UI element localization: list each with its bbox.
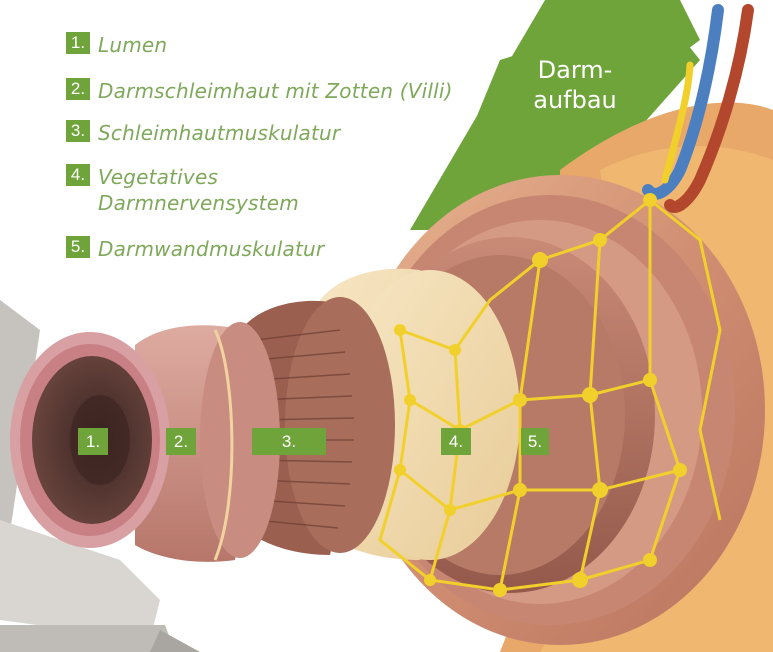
legend-number: 5. — [66, 236, 90, 258]
legend-label: Schleimhautmuskulatur — [98, 120, 340, 146]
title-line-2: aufbau — [520, 85, 630, 115]
legend-number: 1. — [66, 32, 90, 54]
legend-item-mucosa: 2. Darmschleimhaut mit Zotten (Villi) — [66, 78, 453, 104]
legend-item-lumen: 1. Lumen — [66, 32, 167, 58]
legend-label: Darmwandmuskulatur — [98, 236, 324, 262]
diagram-title: Darm- aufbau — [520, 55, 630, 115]
layer-tag-2: 2. — [166, 428, 196, 455]
layer-tag-5: 5. — [521, 428, 549, 455]
legend-label: Lumen — [98, 32, 167, 58]
layer-tag-4: 4. — [441, 428, 471, 455]
legend-item-mucosal-muscle: 3. Schleimhautmuskulatur — [66, 120, 340, 146]
legend-label: Vegetatives Darmnervensystem — [98, 164, 348, 216]
legend-item-nervous-system: 4. Vegetatives Darmnervensystem — [66, 164, 348, 216]
title-line-1: Darm- — [520, 55, 630, 85]
legend-number: 3. — [66, 120, 90, 142]
layer-tag-3: 3. — [252, 428, 326, 455]
layer-tag-1: 1. — [78, 428, 108, 455]
legend-number: 4. — [66, 164, 90, 186]
legend-item-wall-muscle: 5. Darmwandmuskulatur — [66, 236, 324, 262]
legend-label: Darmschleimhaut mit Zotten (Villi) — [98, 78, 453, 104]
legend-number: 2. — [66, 78, 90, 100]
